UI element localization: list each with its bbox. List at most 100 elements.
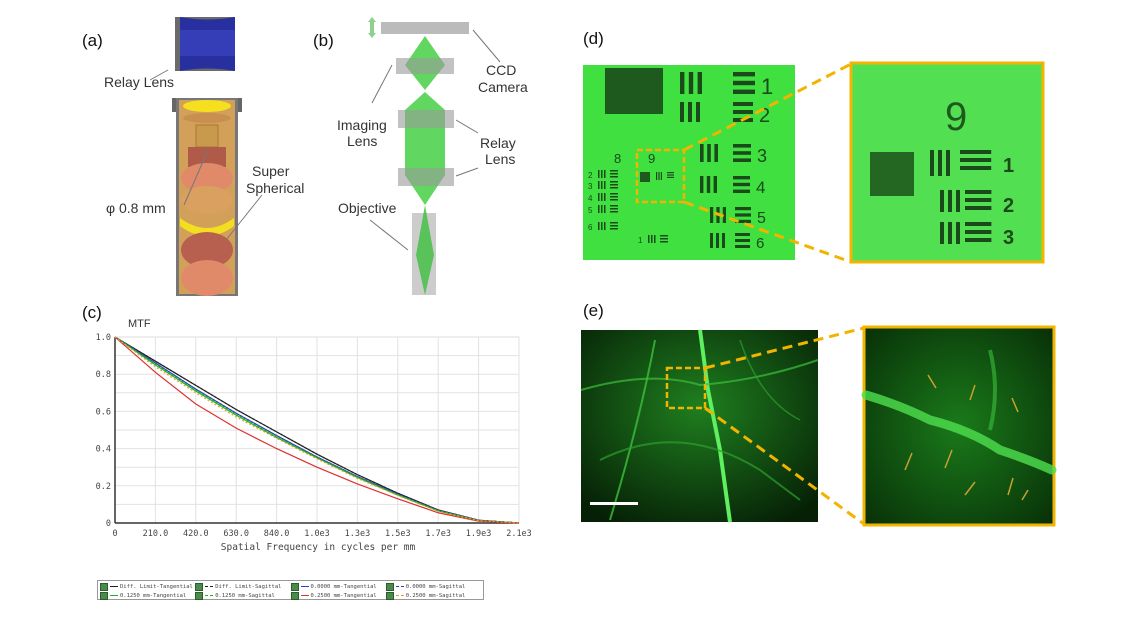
checkbox-icon[interactable]: [385, 582, 394, 591]
focus-arrow-icon: [368, 17, 376, 38]
target-bar: [696, 102, 700, 122]
small-target-number: 3: [588, 182, 593, 191]
small-target-number: 5: [588, 206, 593, 215]
target-bar: [604, 222, 606, 230]
x-tick-label: 1.7e3: [425, 529, 451, 539]
highlight-box-d: [635, 148, 686, 204]
target-bar: [658, 172, 660, 180]
target-bar: [735, 245, 750, 248]
legend-label: 0.0000 mm-Sagittal: [405, 583, 466, 590]
target-bar: [948, 190, 952, 212]
target-bar: [610, 187, 618, 189]
target-bar: [735, 219, 751, 223]
target-number: 6: [756, 235, 764, 252]
target-bar: [733, 80, 755, 86]
target-bar: [733, 158, 751, 162]
group-label-9: 9: [648, 151, 655, 166]
checkbox-icon[interactable]: [195, 582, 204, 591]
target-bar: [656, 172, 658, 180]
target-bar: [713, 176, 717, 193]
objective-label: Objective: [338, 200, 397, 216]
imaging-lens-label-2: Lens: [347, 133, 377, 149]
target-bar: [680, 102, 684, 122]
leader-line: [149, 69, 169, 81]
target-bar: [714, 144, 718, 162]
target-bar: [965, 230, 992, 234]
legend-item: 0.0000 mm-Sagittal: [385, 582, 481, 591]
checkbox-icon[interactable]: [195, 591, 204, 600]
checkbox-icon[interactable]: [100, 582, 108, 591]
zoom-connector: [704, 406, 865, 526]
target-bar: [940, 190, 944, 212]
target-bar: [965, 198, 992, 202]
target-bar: [648, 235, 650, 243]
checkbox-icon[interactable]: [290, 582, 299, 591]
checkbox-icon[interactable]: [100, 591, 108, 600]
target-bar: [667, 176, 674, 178]
x-tick-label: 2.1e3: [506, 529, 532, 539]
zoom-number-3: 3: [1003, 227, 1014, 249]
target-bar: [733, 110, 753, 114]
legend-swatch: [300, 595, 309, 596]
target-bar: [710, 207, 714, 223]
target-bar: [960, 158, 992, 162]
target-bar: [960, 166, 992, 170]
y-tick-label: 0.4: [96, 445, 111, 455]
usaf-zoom-image: 9 1 2 3: [849, 61, 1045, 264]
target-bar: [610, 228, 618, 230]
legend-label: 0.1250 mm-Tangential: [120, 592, 187, 599]
x-tick-label: 1.5e3: [385, 529, 411, 539]
target-bar: [965, 222, 992, 226]
ccd-label-2: Camera: [478, 79, 528, 95]
target-bar: [610, 184, 618, 186]
target-bar: [965, 190, 992, 194]
target-number: 2: [759, 105, 770, 127]
panel-label-e: (e): [583, 301, 604, 320]
target-bar: [716, 233, 719, 248]
target-bar: [722, 207, 726, 223]
x-tick-label: 1.0e3: [304, 529, 330, 539]
checkbox-icon[interactable]: [385, 591, 394, 600]
group-label-8: 8: [614, 151, 621, 166]
target-bar: [700, 176, 704, 193]
y-tick-label: 0.6: [96, 407, 111, 417]
target-bar: [965, 238, 992, 242]
legend-swatch: [205, 595, 214, 596]
target-bar: [733, 102, 753, 106]
target-bar: [598, 181, 600, 189]
small-target-number: 6: [588, 223, 593, 232]
panel-label-d: (d): [583, 29, 604, 48]
probe-tube-drawing: [172, 98, 242, 296]
target-bar: [598, 170, 600, 178]
x-tick-label: 210.0: [143, 529, 169, 539]
optical-path-drawing: [396, 36, 454, 295]
neuron-zoom-image: [861, 325, 1057, 527]
series-line: [114, 336, 520, 524]
zoom-connector: [683, 200, 852, 264]
target-bar: [722, 233, 725, 248]
target-bar: [610, 181, 618, 183]
super-spherical-label-1: Super: [252, 163, 290, 179]
target-bar: [610, 196, 618, 198]
target-bar: [601, 222, 603, 230]
legend-swatch: [110, 595, 118, 596]
series-line: [114, 336, 520, 524]
target-bar: [710, 233, 713, 248]
target-bar: [601, 205, 603, 213]
target-bar: [610, 208, 618, 210]
legend-item: 0.1250 mm-Tangential: [100, 591, 195, 600]
zoom-number-2: 2: [1003, 195, 1014, 217]
target-bar: [733, 89, 755, 94]
zoom-number-9: 9: [945, 95, 967, 139]
target-number: 1: [761, 74, 773, 99]
target-bar: [660, 241, 668, 243]
target-bar: [733, 151, 751, 155]
target-bar: [697, 72, 702, 94]
super-spherical-label-2: Spherical: [246, 180, 304, 196]
chart-title: MTF: [128, 318, 151, 330]
target-bar: [956, 222, 960, 244]
checkbox-icon[interactable]: [290, 591, 299, 600]
target-bar: [610, 193, 618, 195]
target-bar: [601, 170, 603, 178]
